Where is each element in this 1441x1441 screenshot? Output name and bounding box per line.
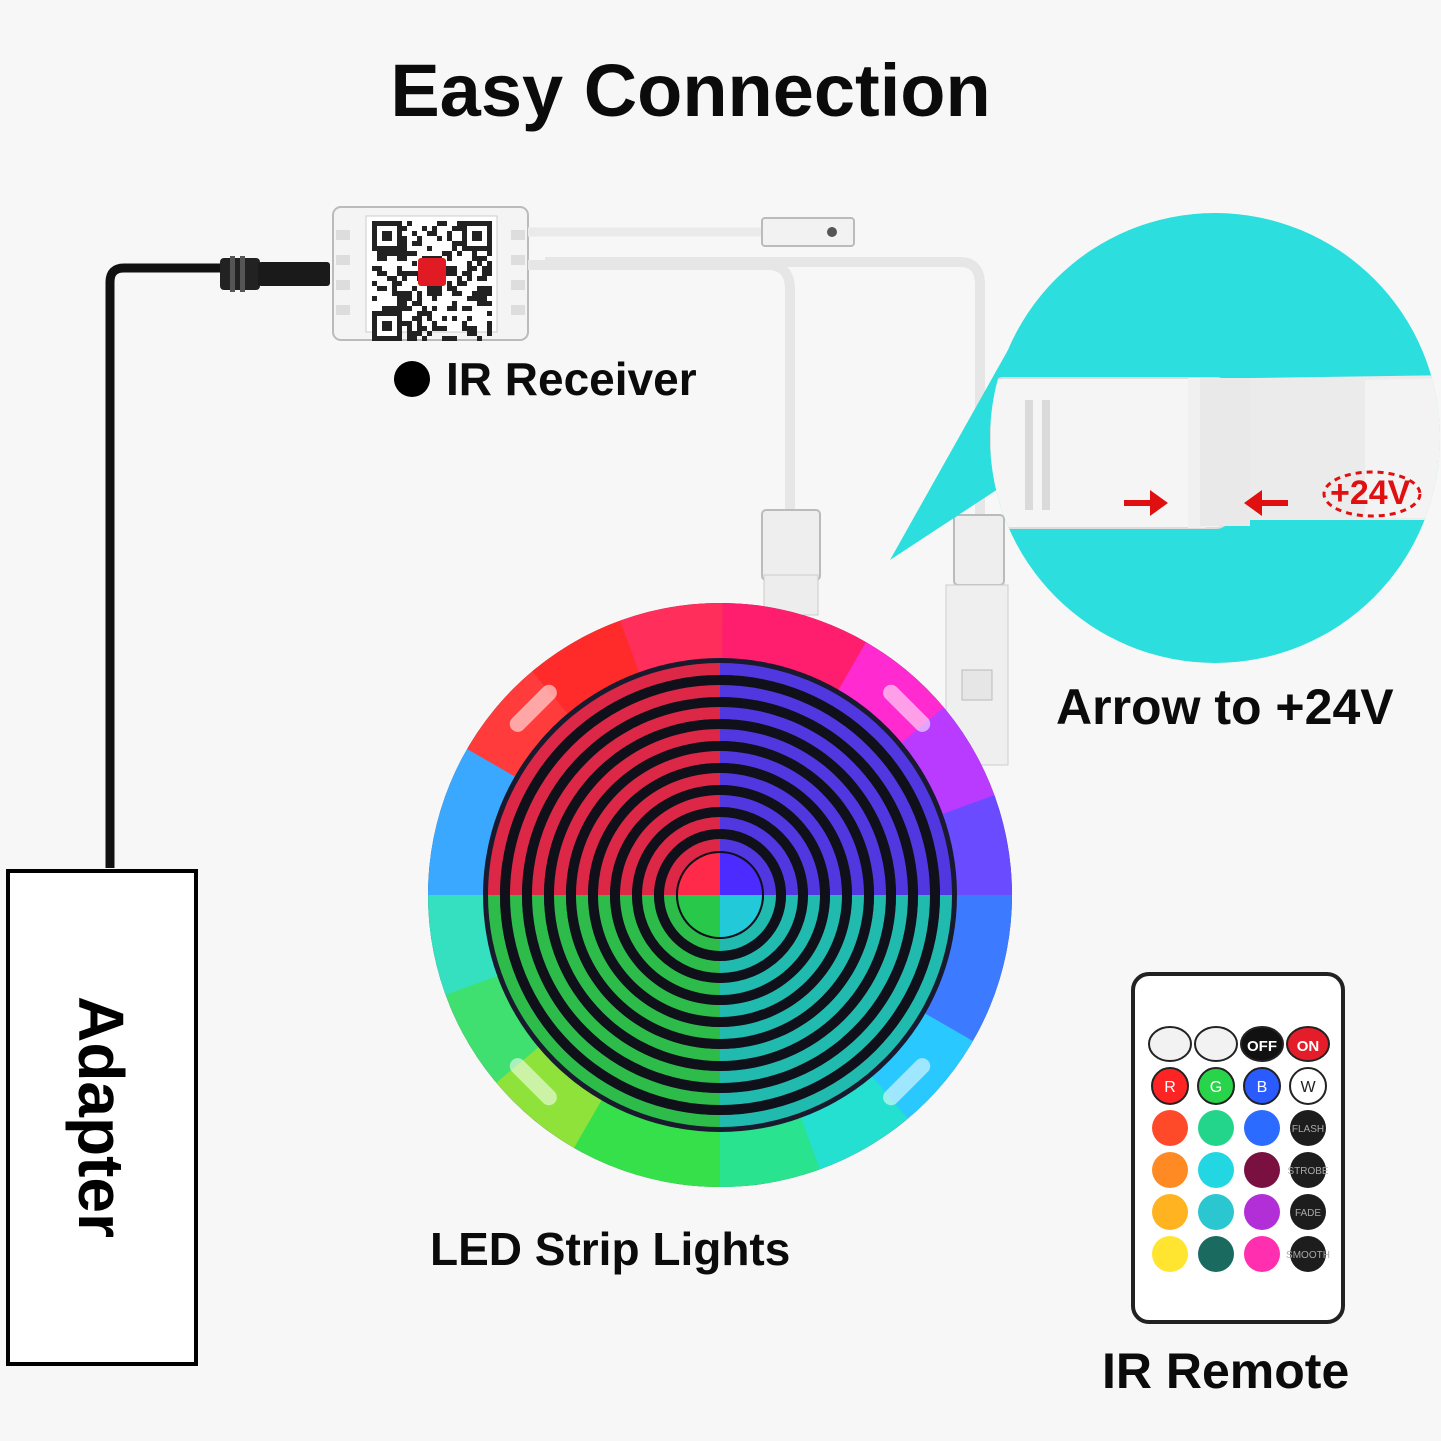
remote-rgbw-label: R [1164, 1079, 1176, 1096]
led-strip-label: LED Strip Lights [430, 1223, 791, 1275]
ir-remote-label: IR Remote [1102, 1343, 1350, 1399]
ir-receiver-label: IR Receiver [394, 352, 697, 406]
strip-connector-right [945, 514, 1009, 766]
ir-remote-body [1131, 972, 1345, 1324]
female-connector [761, 217, 855, 247]
remote-mode-label: SMOOTH [1286, 1250, 1330, 1261]
ir-receiver-dot [394, 361, 430, 397]
arrow-label: Arrow to +24V [1056, 679, 1394, 735]
dc-plug [220, 256, 330, 292]
led-reel [427, 603, 1012, 1187]
ir-receiver-text: IR Receiver [446, 353, 697, 405]
remote-power-label: ON [1297, 1038, 1320, 1055]
strip-connector-left [761, 509, 821, 616]
qr-code [372, 221, 492, 341]
remote-power-label: OFF [1247, 1038, 1277, 1055]
remote-mode-label: FLASH [1292, 1124, 1324, 1135]
ir-remote-buttons: OFF ON R G B W FLASH STROBE FADE SMOOTH [1148, 1026, 1330, 1272]
app-logo [418, 258, 446, 286]
remote-rgbw-label: W [1300, 1079, 1316, 1096]
zoom-marking-24v: +24V [1330, 474, 1411, 512]
remote-rgbw-label: B [1257, 1079, 1268, 1096]
page-title: Easy Connection [390, 49, 991, 132]
adapter-cable [105, 263, 228, 868]
zoom-callout [890, 213, 1440, 663]
remote-rgbw-label: G [1210, 1079, 1222, 1096]
adapter-box [6, 869, 198, 1366]
wire-output-3 [545, 257, 985, 520]
remote-mode-label: STROBE [1287, 1166, 1328, 1177]
adapter-label: Adapter [65, 996, 137, 1238]
remote-mode-label: FADE [1295, 1208, 1321, 1219]
